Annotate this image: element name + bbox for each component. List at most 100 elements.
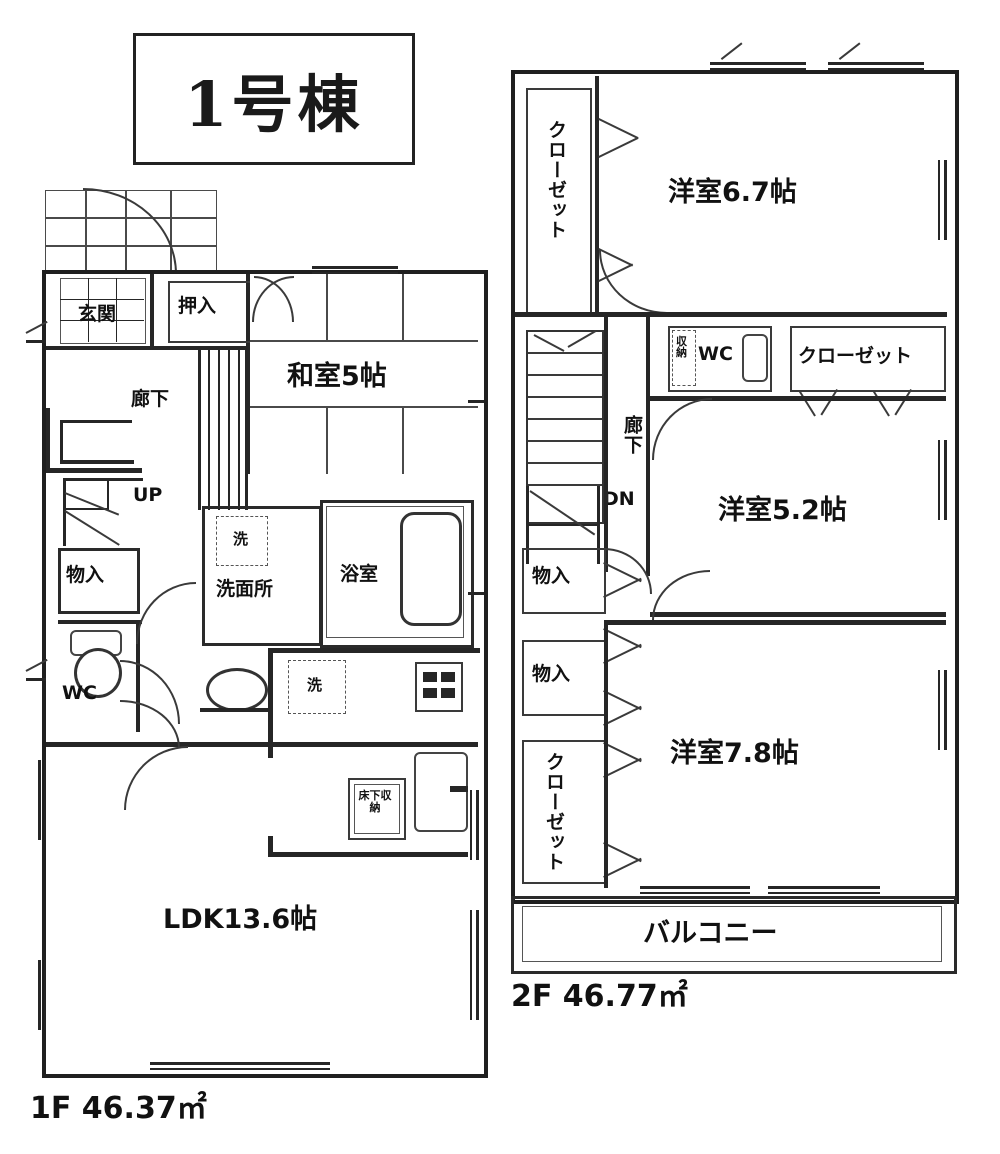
wall-closet-top-right [595, 76, 599, 316]
kitchen-counter [414, 752, 468, 832]
room-label-yukashita: 床下収納 [358, 789, 392, 814]
window-2f-top-2 [710, 68, 806, 70]
wall-ldk-top [46, 742, 478, 747]
window-2f-top-3 [828, 62, 924, 65]
wc-2f-small-label: 収納 [676, 335, 687, 359]
room-label-senmenjo: 洗面所 [216, 578, 274, 600]
wc-2f-fixture-slot [672, 330, 696, 386]
bathtub [400, 512, 462, 626]
floorplan-2f: クローゼット 洋室6.7帖 DN 廊下 [500, 0, 1000, 1154]
wall-kitchen-top [268, 648, 480, 653]
window-2f-right-6 [938, 670, 940, 750]
sink-slot [288, 660, 346, 714]
room-label-ldk: LDK13.6帖 [163, 904, 318, 935]
window-1f-left-2 [44, 760, 46, 840]
window-2f-right-4 [938, 440, 940, 520]
wall-basin-counter [200, 708, 272, 712]
room-label-wc-2f: WC [698, 343, 733, 365]
stairs-2f-winder [526, 486, 600, 564]
chevron-closet-bottom-2 [603, 842, 642, 878]
wall-ldk-partition2 [268, 852, 468, 857]
window-2f-top-1 [710, 62, 806, 65]
wall-rouka-shelf-b [60, 460, 134, 464]
chevron-closet-mid-1 [798, 388, 840, 418]
room-label-closet-top: クローゼット [545, 120, 567, 240]
window-washitsu-top [312, 266, 398, 269]
window-balcony-door-2 [640, 892, 750, 894]
room-label-rouka-2f: 廊下 [621, 415, 643, 455]
room-label-yoshitsu-67: 洋室6.7帖 [668, 177, 797, 208]
washbasin [206, 668, 268, 712]
room-label-closet-bottom: クローゼット [543, 752, 565, 872]
balcony-inner [522, 906, 942, 962]
wall-room52-bottom [650, 612, 946, 617]
wall-v-washitsu-left [246, 274, 250, 474]
room-label-yokushitsu: 浴室 [340, 563, 379, 585]
floorplan-1f: 玄関 押入 和室5帖 廊下 UP 物入 [25, 188, 488, 1126]
wall-ldk-partition [268, 836, 273, 856]
room-label-balcony: バルコニー [643, 918, 778, 949]
chevron-closet-mid-2 [872, 388, 914, 418]
window-1f-right-3 [476, 910, 479, 1020]
window-1f-right-4 [470, 910, 472, 1020]
room-label-genkan: 玄関 [78, 303, 117, 325]
room-label-yoshitsu-78: 洋室7.8帖 [670, 738, 799, 769]
window-1f-left-1 [38, 760, 41, 840]
stove-unit [415, 662, 463, 712]
wall-closet-bottom-right [604, 620, 608, 888]
room-label-closet-mid: クローゼット [798, 345, 913, 367]
wall-kitchen-left [268, 648, 273, 758]
window-balcony-door-3 [768, 886, 880, 889]
wc-2f-box [668, 326, 772, 392]
building-title-text: 1号棟 [184, 68, 364, 141]
wall-v-genkan-right [150, 274, 154, 350]
washer-slot [216, 516, 268, 566]
window-2f-right-3 [944, 440, 947, 520]
room-label-yoshitsu-52: 洋室5.2帖 [718, 495, 847, 526]
area-label-1f: 1F 46.37㎡ [30, 1091, 207, 1126]
wall-h-oshiire-bottom [154, 346, 250, 350]
window-2f-right-5 [944, 670, 947, 750]
toilet-2f [742, 334, 768, 382]
ext-door-mark-2 [26, 678, 46, 681]
yukashita-box [348, 778, 406, 840]
porch-tiles [45, 188, 217, 274]
wall-rouka-shelf [60, 420, 132, 423]
window-1f-right-1 [476, 790, 479, 860]
window-balcony-door-1 [640, 886, 750, 889]
ext-door-mark-1 [26, 340, 46, 343]
chevron-monoire-lower-2 [603, 690, 642, 726]
counter-handle [450, 786, 468, 792]
chevron-closet-bottom-1 [603, 742, 642, 778]
ext-door-mark-3 [468, 400, 484, 403]
window-1f-bottom-2 [150, 1068, 330, 1070]
window-washitsu-top2 [312, 272, 398, 274]
window-1f-bottom-1 [150, 1062, 330, 1065]
closet-mid-box [790, 326, 946, 392]
stairs-winder [63, 478, 143, 546]
wall-h-upper-band [46, 346, 246, 350]
genkan-tiles [60, 278, 146, 344]
wall-rouka-shelf-v [60, 420, 63, 462]
stairs-2f [526, 330, 604, 524]
sink-label: 洗 [307, 676, 323, 694]
wall-rouka-left [46, 408, 50, 472]
yokushitsu-box [320, 500, 474, 648]
window-2f-top-4 [828, 68, 924, 70]
building-title-plate: 1号棟 [133, 33, 415, 165]
area-label-2f: 2F 46.77㎡ [511, 979, 688, 1014]
window-swing-1 [720, 42, 743, 60]
wall-rouka-2f-right [646, 316, 650, 576]
window-balcony-door-4 [768, 892, 880, 894]
wall-stairs-right [604, 316, 608, 572]
balcony-box [511, 896, 957, 974]
room-label-oshiire: 押入 [178, 295, 217, 317]
window-1f-right-2 [470, 790, 472, 860]
room-label-washitsu: 和室5帖 [287, 361, 387, 392]
room-label-rouka-1f: 廊下 [131, 388, 170, 410]
window-2f-right-2 [938, 160, 940, 240]
window-1f-left-4 [44, 960, 46, 1030]
ext-door-mark-4 [468, 592, 484, 595]
wall-wc-top [58, 620, 142, 624]
wall-rouka-bottom [46, 468, 142, 473]
